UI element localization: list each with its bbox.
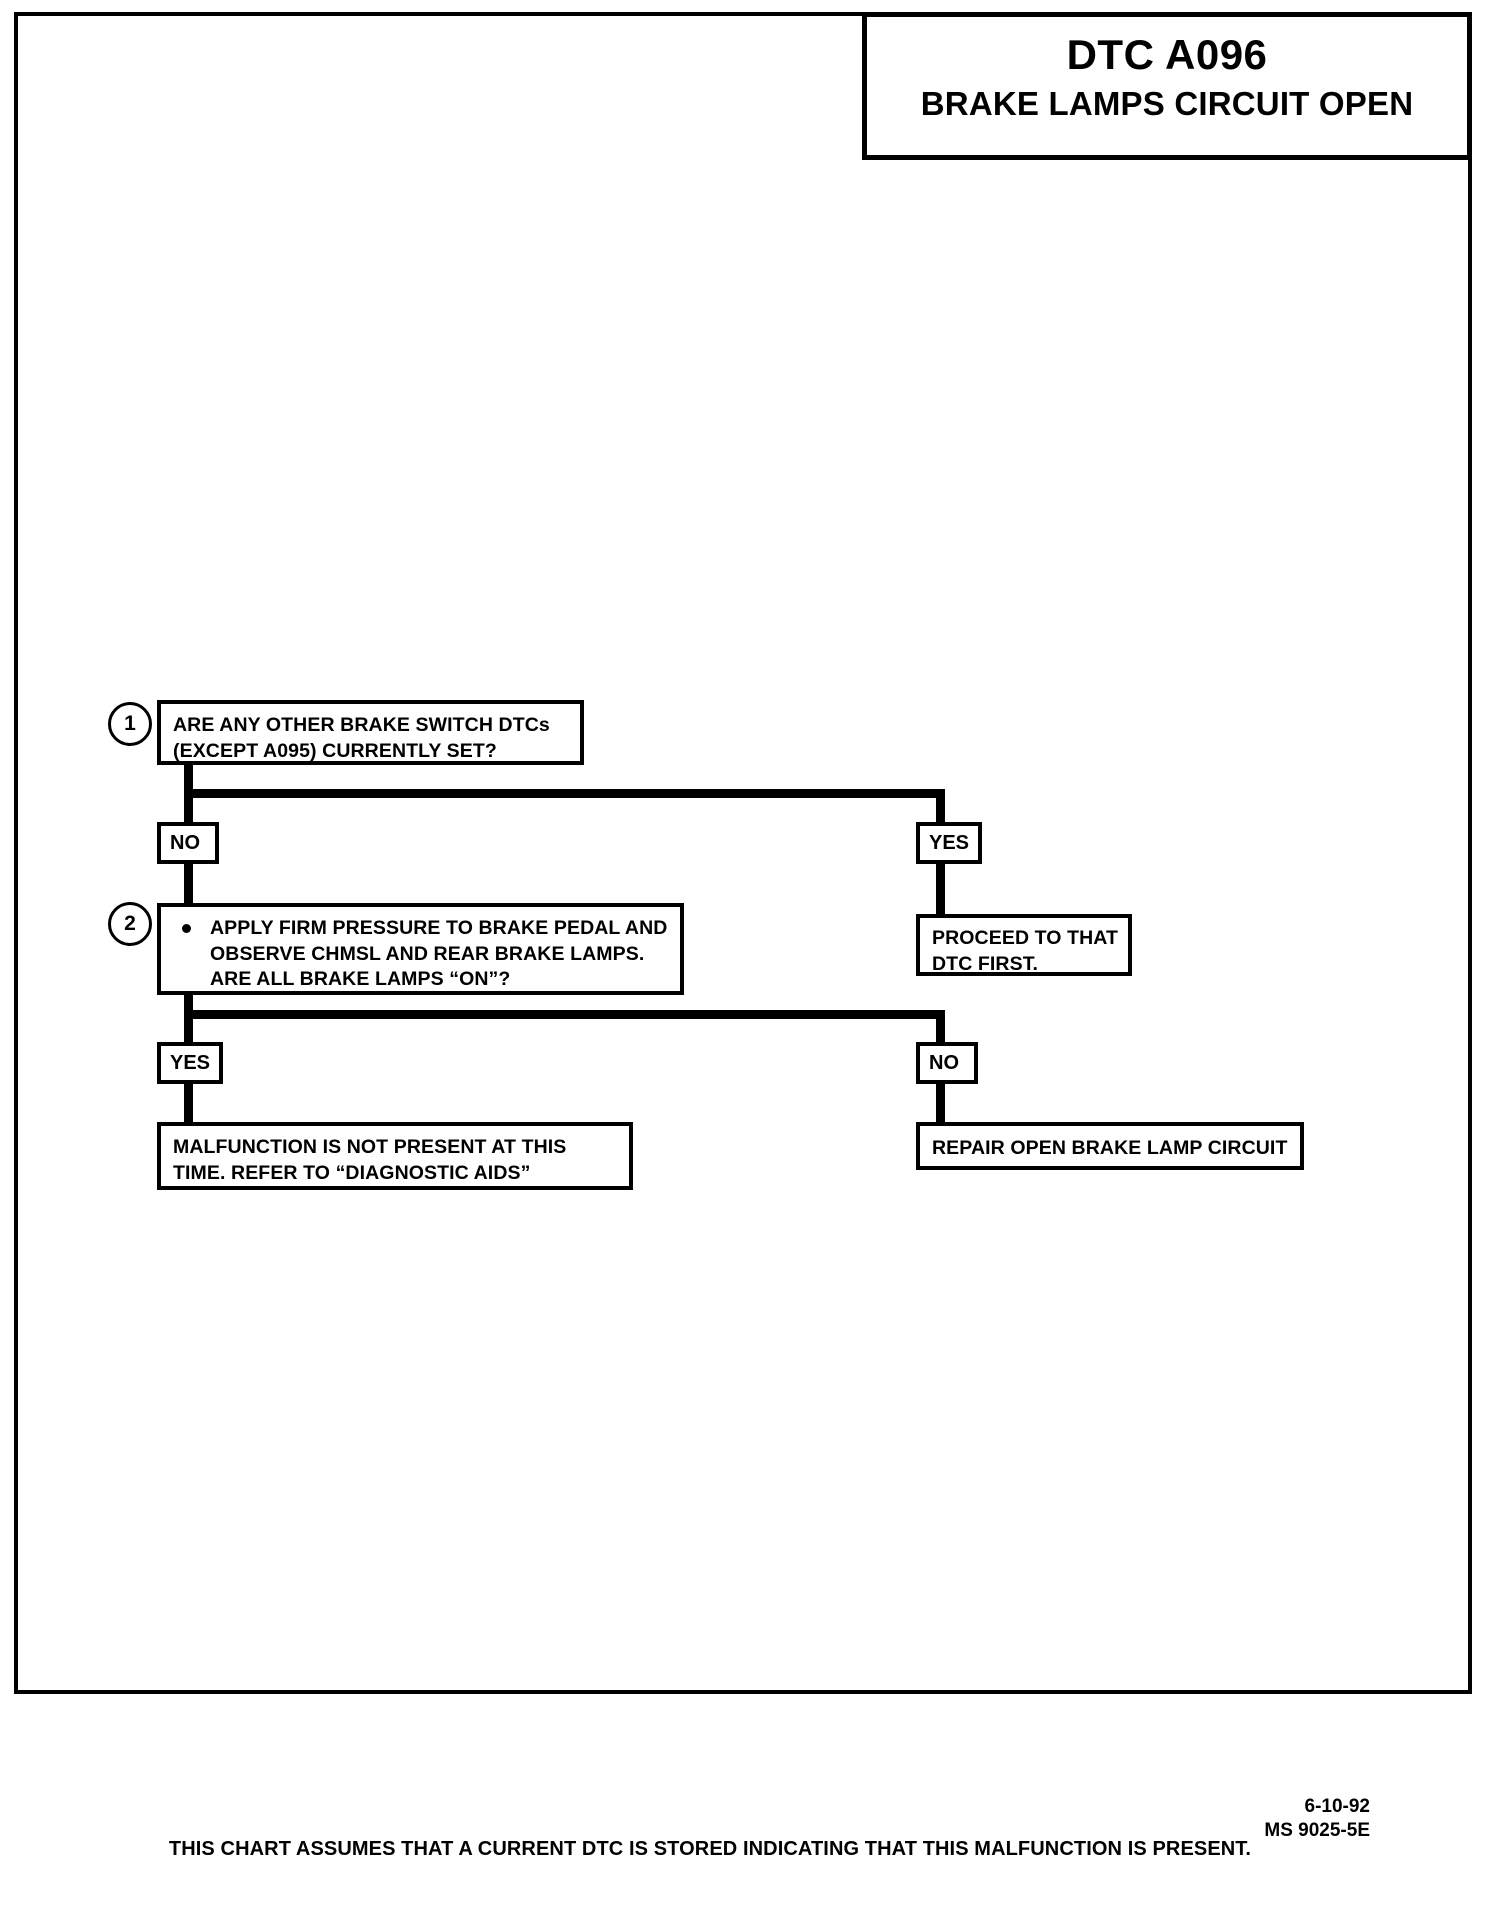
outcome-repair-text: REPAIR OPEN BRAKE LAMP CIRCUIT [932, 1137, 1288, 1159]
connector-no-step2-down [936, 1080, 945, 1126]
connector-step2-right-down [936, 1010, 945, 1047]
outcome-proceed-text: PROCEED TO THAT DTC FIRST. [932, 927, 1119, 975]
step-2-question-text: APPLY FIRM PRESSURE TO BRAKE PEDAL AND O… [210, 917, 668, 991]
footer-date: 6-10-92 [1304, 1796, 1371, 1817]
step-1-question-text: ARE ANY OTHER BRAKE SWITCH DTCs (EXCEPT … [173, 714, 550, 762]
footer-document-id: MS 9025-5E [1264, 1819, 1370, 1841]
branch-label-no-step2: NO [916, 1042, 978, 1084]
step-number-1: 1 [108, 702, 152, 746]
branch-label-yes-step2: YES [157, 1042, 223, 1084]
fault-title: BRAKE LAMPS CIRCUIT OPEN [920, 85, 1414, 123]
step-1-question-box: ARE ANY OTHER BRAKE SWITCH DTCs (EXCEPT … [157, 700, 584, 765]
page-border [14, 12, 1472, 1694]
step-number-2: 2 [108, 902, 152, 946]
bullet-icon [182, 924, 191, 933]
outcome-malfunction-text: MALFUNCTION IS NOT PRESENT AT THIS TIME.… [173, 1136, 567, 1184]
connector-yes-step2-down [184, 1080, 193, 1126]
connector-yes-step1-down [936, 860, 945, 917]
connector-step2-across [184, 1010, 945, 1019]
branch-label-yes-step1: YES [916, 822, 982, 864]
title-block: DTC A096 BRAKE LAMPS CIRCUIT OPEN [862, 12, 1472, 160]
branch-label-no-step1: NO [157, 822, 219, 864]
footer-note: THIS CHART ASSUMES THAT A CURRENT DTC IS… [168, 1838, 1252, 1860]
outcome-proceed-box: PROCEED TO THAT DTC FIRST. [916, 914, 1132, 976]
outcome-malfunction-box: MALFUNCTION IS NOT PRESENT AT THIS TIME.… [157, 1122, 633, 1190]
connector-no-step1-down [184, 860, 193, 906]
step-2-question-box: APPLY FIRM PRESSURE TO BRAKE PEDAL AND O… [157, 903, 684, 995]
connector-step1-right-down [936, 789, 945, 827]
connector-step1-across [184, 789, 945, 798]
connector-step2-down [184, 995, 193, 1055]
dtc-code: DTC A096 [1066, 31, 1268, 78]
outcome-repair-box: REPAIR OPEN BRAKE LAMP CIRCUIT [916, 1122, 1304, 1170]
footer-meta: 6-10-92 MS 9025-5E [1264, 1795, 1370, 1843]
